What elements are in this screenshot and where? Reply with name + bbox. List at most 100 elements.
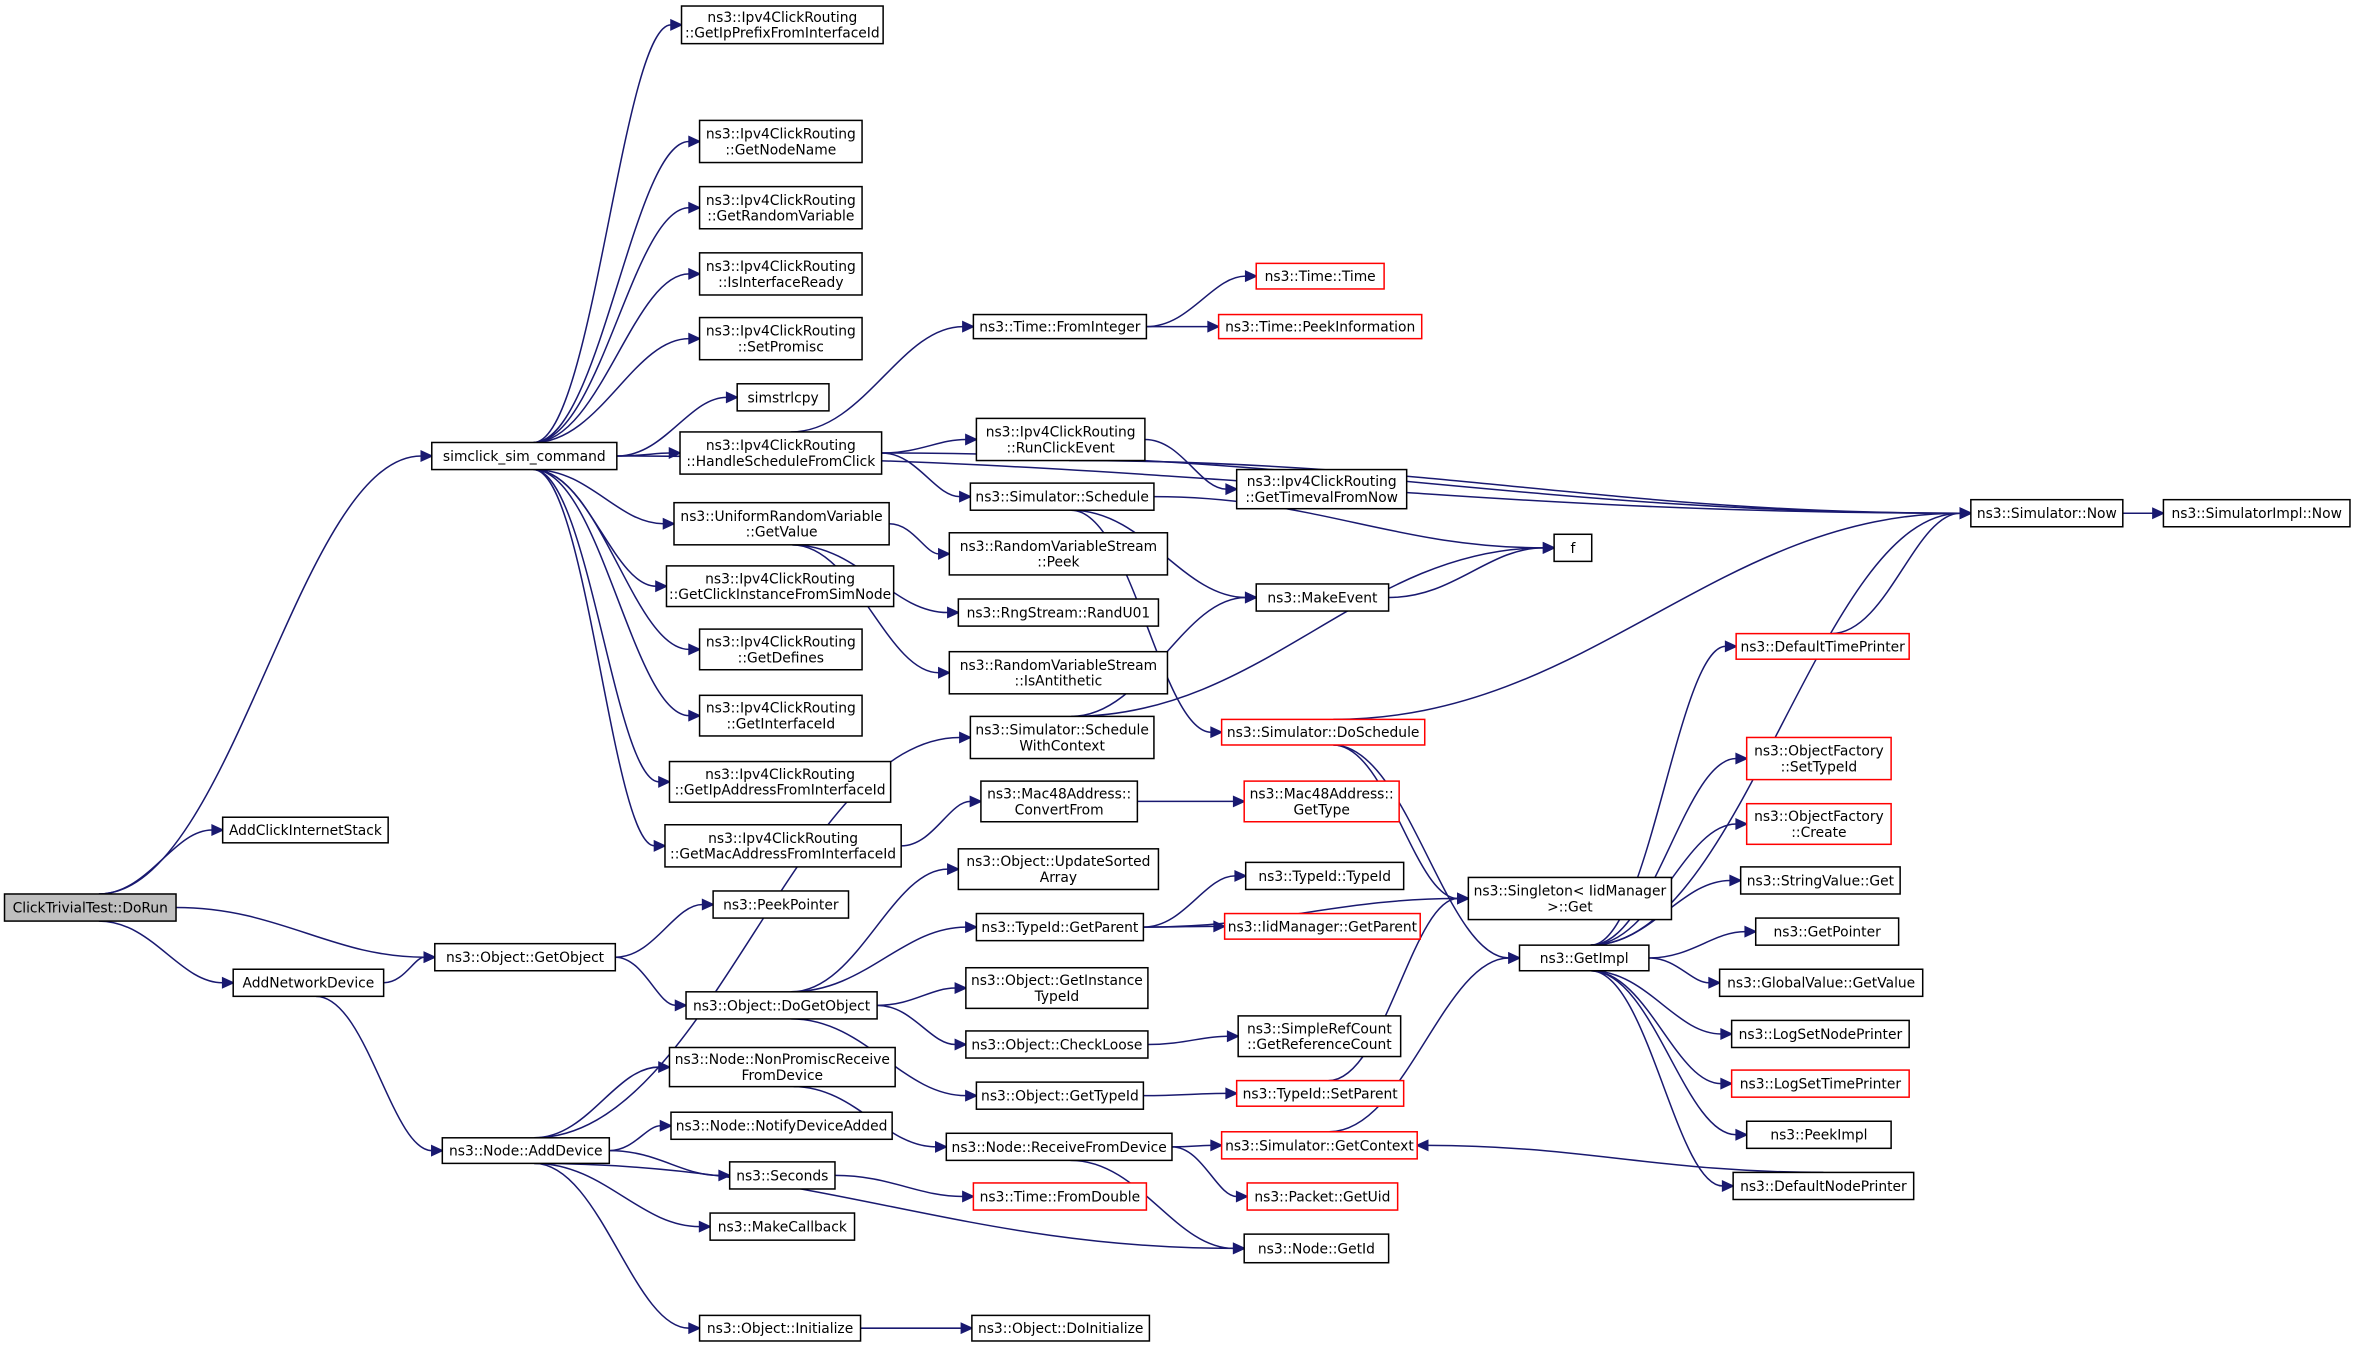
node-dorun[interactable]: ClickTrivialTest::DoRun	[3, 893, 177, 922]
node-simcmd[interactable]: simclick_sim_command	[431, 441, 618, 471]
node-randu01[interactable]: ns3::RngStream::RandU01	[957, 598, 1160, 627]
node-peekimpl[interactable]: ns3::PeekImpl	[1745, 1120, 1892, 1150]
arrowhead-icon	[2152, 507, 2166, 520]
node-getuid[interactable]: ns3::Packet::GetUid	[1246, 1182, 1399, 1211]
node-getid[interactable]: ns3::Node::GetId	[1243, 1233, 1390, 1264]
node-label: ns3::Object::GetObject	[446, 950, 605, 966]
node-nodename[interactable]: ns3::Ipv4ClickRouting::GetNodeName	[698, 119, 863, 164]
node-label: ns3::Ipv4ClickRouting	[986, 425, 1136, 441]
node-schedule[interactable]: ns3::Simulator::Schedule	[969, 482, 1155, 511]
node-singleton[interactable]: ns3::Singleton< IidManager >::Get	[1467, 876, 1673, 921]
edge-line	[533, 273, 690, 444]
node-timeval[interactable]: ns3::Ipv4ClickRouting::GetTimevalFromNow	[1235, 468, 1408, 510]
node-iidparent[interactable]: ns3::IidManager::GetParent	[1223, 912, 1421, 940]
node-getimpl[interactable]: ns3::GetImpl	[1518, 944, 1650, 972]
node-defnodeprinter[interactable]: ns3::DefaultNodePrinter	[1732, 1171, 1915, 1201]
node-rvspeek[interactable]: ns3::RandomVariableStream::Peek	[948, 532, 1169, 576]
node-getpointer[interactable]: ns3::GetPointer	[1754, 917, 1900, 946]
edge-getimpl-to-globalget	[1648, 957, 1722, 989]
node-box	[698, 119, 863, 164]
node-addnet[interactable]: AddNetworkDevice	[232, 968, 385, 998]
node-box	[1467, 876, 1673, 921]
node-box	[1217, 313, 1423, 340]
edge-line	[877, 987, 956, 1007]
node-f[interactable]: f	[1553, 533, 1593, 563]
node-getcontext[interactable]: ns3::Simulator::GetContext	[1220, 1131, 1418, 1160]
node-peekinfo[interactable]: ns3::Time::PeekInformation	[1217, 313, 1423, 340]
node-ipaddr[interactable]: ns3::Ipv4ClickRouting::GetIpAddressFromI…	[668, 760, 892, 803]
node-ifid[interactable]: ns3::Ipv4ClickRouting::GetInterfaceId	[698, 694, 863, 737]
node-seconds[interactable]: ns3::Seconds	[728, 1161, 836, 1190]
node-typeidtypeid[interactable]: ns3::TypeId::TypeId	[1244, 861, 1405, 891]
edge-getparent-to-typeidtypeid	[1143, 869, 1248, 928]
node-box	[975, 417, 1146, 462]
node-randvar[interactable]: ns3::Ipv4ClickRouting::GetRandomVariable	[698, 185, 863, 230]
node-logtime[interactable]: ns3::LogSetTimePrinter	[1730, 1069, 1910, 1098]
arrowhead-icon	[1210, 1139, 1224, 1152]
node-uniform[interactable]: ns3::UniformRandomVariable::GetValue	[673, 501, 890, 546]
node-antithetic[interactable]: ns3::RandomVariableStream::IsAntithetic	[948, 650, 1169, 695]
node-box	[1732, 1171, 1915, 1201]
node-box	[945, 1132, 1173, 1162]
node-strlcpy[interactable]: simstrlcpy	[736, 383, 830, 412]
node-lognode[interactable]: ns3::LogSetNodePrinter	[1730, 1019, 1910, 1049]
node-ofsettype[interactable]: ns3::ObjectFactory::SetTypeId	[1745, 736, 1892, 781]
arrowhead-icon	[1226, 1030, 1240, 1043]
node-box	[957, 848, 1160, 891]
arrowhead-icon	[698, 1220, 712, 1233]
node-simnow[interactable]: ns3::Simulator::Now	[1970, 498, 2124, 528]
node-doschedule[interactable]: ns3::Simulator::DoSchedule	[1220, 718, 1426, 746]
node-frominteger[interactable]: ns3::Time::FromInteger	[972, 313, 1148, 340]
node-dogetobj[interactable]: ns3::Object::DoGetObject	[685, 991, 878, 1020]
node-nodeadd[interactable]: ns3::Node::AddDevice	[441, 1137, 611, 1165]
edge-dogetobj-to-updsorted	[791, 863, 961, 993]
node-fromdouble[interactable]: ns3::Time::FromDouble	[972, 1182, 1148, 1211]
node-notify[interactable]: ns3::Node::NotifyDeviceAdded	[670, 1111, 893, 1141]
node-init[interactable]: ns3::Object::Initialize	[698, 1314, 862, 1342]
node-makecb[interactable]: ns3::MakeCallback	[709, 1212, 856, 1241]
node-mactype[interactable]: ns3::Mac48Address::GetType	[1243, 780, 1400, 823]
node-timetime[interactable]: ns3::Time::Time	[1255, 262, 1385, 290]
node-ofcreate[interactable]: ns3::ObjectFactory::Create	[1745, 802, 1892, 846]
edge-line	[616, 396, 727, 457]
node-refcount[interactable]: ns3::SimpleRefCount::GetReferenceCount	[1237, 1015, 1402, 1058]
node-peekptr[interactable]: ns3::PeekPointer	[712, 890, 850, 919]
node-box	[1246, 1182, 1399, 1211]
arrowhead-icon	[1207, 320, 1221, 333]
node-runclick[interactable]: ns3::Ipv4ClickRouting::RunClickEvent	[975, 417, 1146, 462]
node-checkloose[interactable]: ns3::Object::CheckLoose	[965, 1030, 1149, 1059]
node-getparent[interactable]: ns3::TypeId::GetParent	[975, 912, 1145, 942]
node-globalget[interactable]: ns3::GlobalValue::GetValue	[1718, 968, 1924, 998]
arrowhead-icon	[662, 517, 676, 530]
node-defines[interactable]: ns3::Ipv4ClickRouting::GetDefines	[698, 628, 863, 671]
node-gettypeid[interactable]: ns3::Object::GetTypeId	[975, 1081, 1145, 1110]
node-doinit[interactable]: ns3::Object::DoInitialize	[971, 1314, 1151, 1342]
node-deftimeprinter[interactable]: ns3::DefaultTimePrinter	[1735, 632, 1910, 660]
node-label: ::IsAntithetic	[1015, 674, 1103, 690]
node-recvfromdev[interactable]: ns3::Node::ReceiveFromDevice	[945, 1132, 1173, 1162]
node-stringget[interactable]: ns3::StringValue::Get	[1739, 866, 1901, 895]
edge-runclick-to-simnow	[1069, 459, 1973, 520]
node-convertfrom[interactable]: ns3::Mac48Address::ConvertFrom	[980, 780, 1139, 823]
edge-line	[533, 468, 690, 651]
edge-nodeadd-to-makecb	[534, 1162, 712, 1233]
node-macaddr[interactable]: ns3::Ipv4ClickRouting::GetMacAddressFrom…	[664, 824, 902, 868]
edge-addnet-to-getobject	[383, 951, 437, 984]
node-clickinst[interactable]: ns3::Ipv4ClickRouting::GetClickInstanceF…	[665, 565, 895, 608]
node-handle[interactable]: ns3::Ipv4ClickRouting::HandleScheduleFro…	[679, 431, 883, 475]
node-box	[1235, 468, 1408, 510]
node-ifready[interactable]: ns3::Ipv4ClickRouting::IsInterfaceReady	[698, 252, 863, 296]
node-promisc[interactable]: ns3::Ipv4ClickRouting::SetPromisc	[698, 316, 863, 361]
arrowhead-icon	[962, 1190, 976, 1203]
node-implnow[interactable]: ns3::SimulatorImpl::Now	[2162, 498, 2351, 528]
node-prefix[interactable]: ns3::Ipv4ClickRouting::GetIpPrefixFromIn…	[680, 5, 884, 45]
node-addclick[interactable]: AddClickInternetStack	[221, 816, 389, 844]
edge-doschedule-to-simnow	[1333, 507, 1973, 721]
node-getobject[interactable]: ns3::Object::GetObject	[434, 942, 617, 972]
node-makeevent[interactable]: ns3::MakeEvent	[1255, 583, 1390, 612]
node-setparent[interactable]: ns3::TypeId::SetParent	[1235, 1079, 1405, 1107]
